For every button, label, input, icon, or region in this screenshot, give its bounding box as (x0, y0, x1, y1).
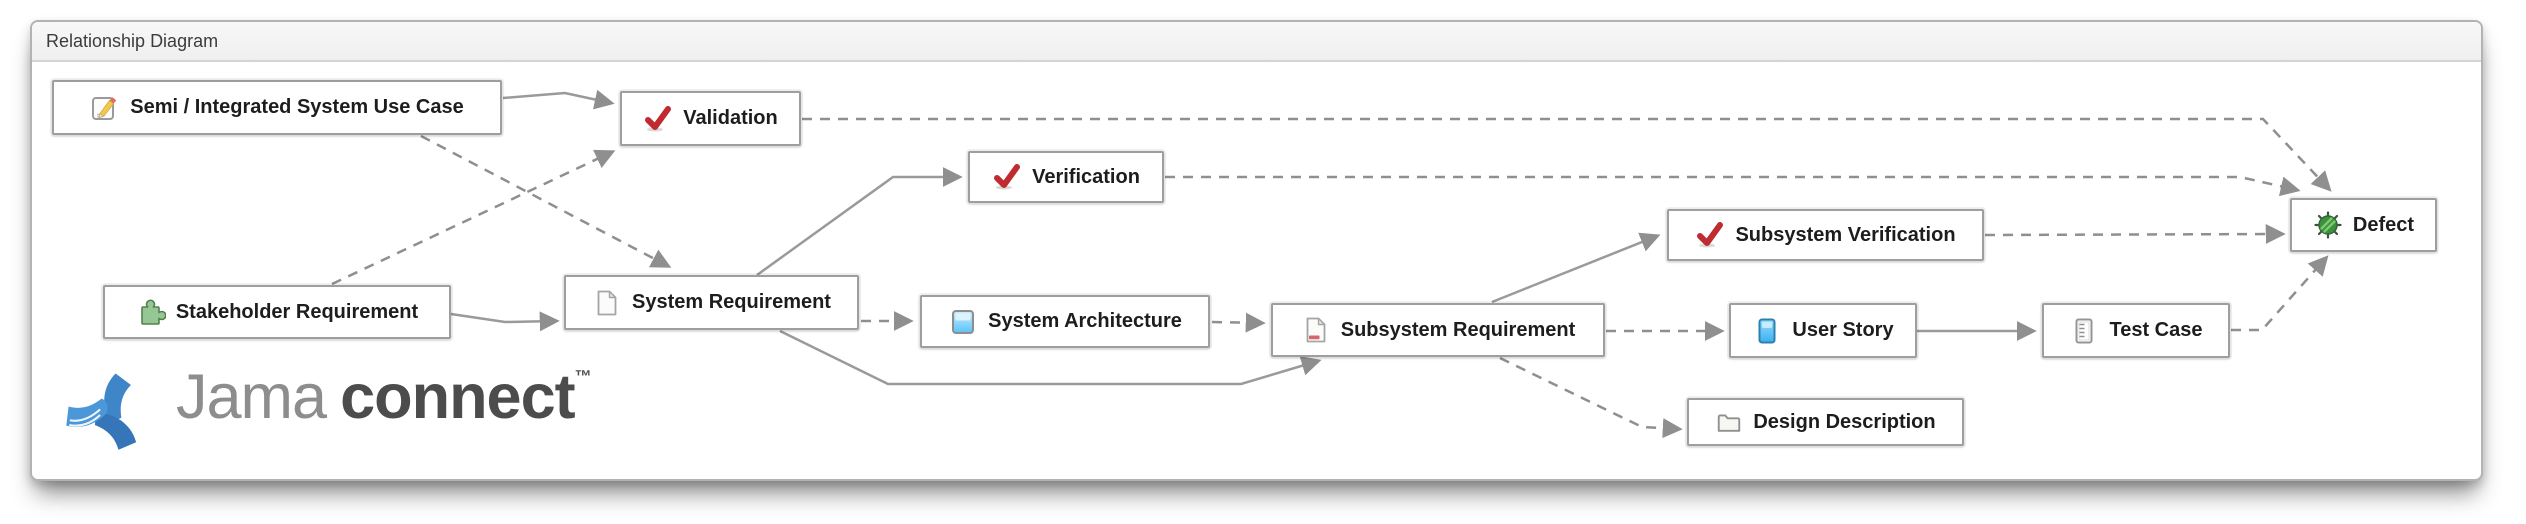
document-red-bar-icon (1306, 317, 1326, 343)
node-validation[interactable]: Validation (620, 91, 801, 146)
node-design-description[interactable]: Design Description (1687, 398, 1964, 446)
red-check-icon (645, 105, 672, 131)
logo-brand-text: Jama (176, 362, 327, 432)
node-subsystem-requirement[interactable]: Subsystem Requirement (1271, 303, 1605, 357)
node-subsystem-verification[interactable]: Subsystem Verification (1667, 209, 1984, 261)
node-label: System Requirement (632, 291, 831, 313)
red-check-icon (1697, 222, 1724, 248)
jama-logo-icon (66, 373, 137, 450)
node-stakeholder-requirement[interactable]: Stakeholder Requirement (103, 285, 451, 339)
node-defect[interactable]: Defect (2290, 198, 2437, 252)
node-label: User Story (1792, 319, 1894, 341)
trademark-symbol: ™ (574, 367, 592, 386)
node-label: Test Case (2109, 319, 2203, 341)
green-bug-icon (2314, 211, 2342, 239)
node-user-story[interactable]: User Story (1729, 303, 1917, 358)
node-label: Design Description (1753, 410, 1936, 433)
logo-product-text: connect (340, 362, 576, 432)
node-label: Defect (2352, 213, 2415, 236)
node-system-architecture[interactable]: System Architecture (920, 295, 1210, 348)
node-label: Verification (1032, 165, 1140, 188)
node-label: Validation (683, 107, 778, 129)
panel-header: Relationship Diagram (32, 22, 2481, 62)
node-label: Semi / Integrated System Use Case (130, 96, 464, 118)
green-puzzle-icon (141, 299, 166, 325)
blue-card-icon (1758, 318, 1776, 343)
jama-connect-logo: Jama connect ™ (58, 360, 592, 456)
checklist-icon (2075, 318, 2093, 343)
node-system-requirement[interactable]: System Requirement (564, 275, 859, 330)
node-label: Stakeholder Requirement (175, 300, 419, 323)
node-label: System Architecture (988, 310, 1182, 332)
node-verification[interactable]: Verification (968, 151, 1164, 203)
node-label: Subsystem Verification (1735, 223, 1956, 246)
node-label: Subsystem Requirement (1340, 318, 1576, 341)
blue-square-icon (952, 309, 975, 334)
red-check-icon (994, 164, 1021, 190)
node-test-case[interactable]: Test Case (2042, 303, 2230, 358)
jama-logo-wordmark: Jama connect ™ (176, 366, 592, 429)
use-case-icon (92, 96, 117, 120)
folder-icon (1718, 414, 1741, 432)
document-icon (597, 290, 617, 315)
page-title: Relationship Diagram (46, 30, 219, 51)
node-semi-integrated-system-use-case[interactable]: Semi / Integrated System Use Case (52, 80, 502, 135)
